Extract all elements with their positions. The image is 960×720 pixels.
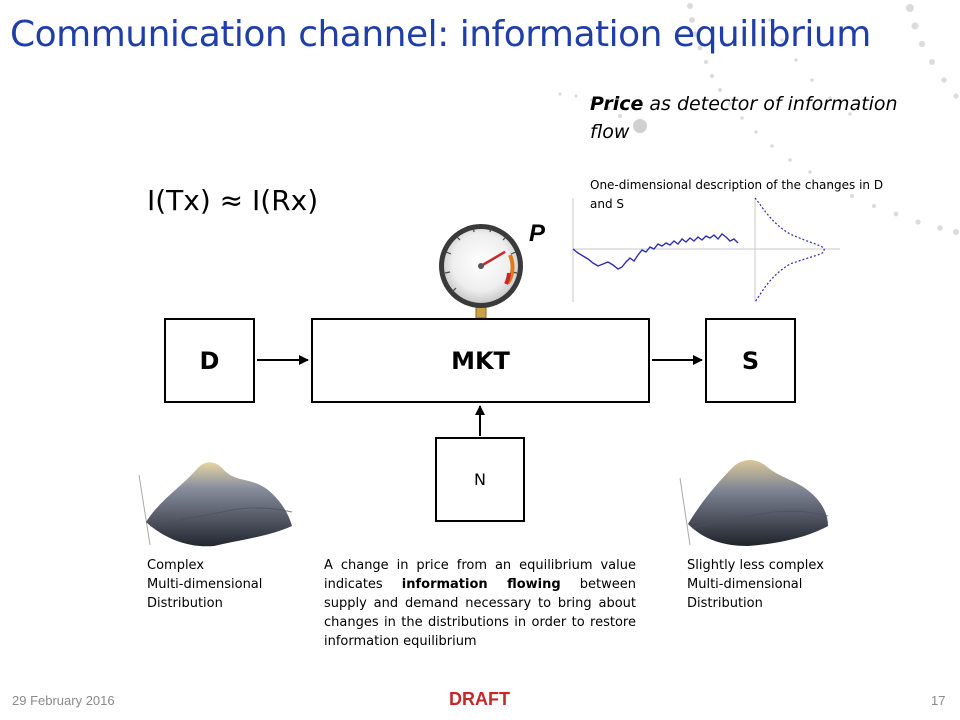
- information-equation: I(Tx) ≈ I(Rx): [147, 184, 319, 217]
- demand-box: D: [164, 318, 255, 403]
- gauge-ticks: [444, 226, 518, 293]
- footer-date: 29 February 2016: [12, 693, 115, 708]
- supply-box-label: S: [741, 346, 760, 375]
- supply-box: S: [705, 318, 796, 403]
- gauge-needle: [479, 251, 506, 268]
- gauge-stem: [475, 299, 487, 319]
- price-note-subtitle: One-dimensional description of the chang…: [590, 178, 884, 211]
- surface-plot-left-contour: [149, 507, 293, 527]
- slide-title: Communication channel: information equil…: [10, 14, 871, 55]
- demand-box-label: D: [199, 346, 220, 375]
- price-series-line: [572, 233, 739, 270]
- caption-right: Slightly less complex Multi-dimensional …: [687, 556, 857, 613]
- surface-plot-right-contour: [691, 510, 829, 529]
- gauge-bezel: [439, 224, 523, 308]
- market-box: MKT: [311, 318, 650, 403]
- caption-middle-bold: information flowing: [401, 577, 561, 592]
- noise-box-label: N: [474, 470, 486, 489]
- caption-middle-part-1: A change in price from an equilibrium va…: [324, 558, 636, 592]
- noise-box: N: [435, 437, 525, 522]
- price-note-heading: Price as detector of information flow: [590, 90, 910, 146]
- caption-middle-part-2: between supply and demand necessary to b…: [324, 577, 636, 649]
- surface-plot-left-axis: [138, 474, 151, 546]
- caption-left-line-3: Distribution: [147, 596, 223, 611]
- surface-plot-right-axis: [679, 477, 691, 546]
- caption-right-line-2: Multi-dimensional: [687, 577, 803, 592]
- gauge-pivot: [478, 263, 484, 269]
- price-note-bold: Price: [590, 93, 644, 115]
- gauge-face: [444, 229, 518, 303]
- gauge-warning-zone: [506, 254, 515, 285]
- market-box-label: MKT: [451, 346, 510, 375]
- caption-right-line-1: Slightly less complex: [687, 558, 824, 573]
- price-gauge-label: P: [529, 220, 546, 247]
- surface-plot-right-shape: [688, 460, 828, 546]
- caption-left-line-1: Complex: [147, 558, 205, 573]
- caption-left: Complex Multi-dimensional Distribution: [147, 556, 307, 613]
- price-note-rest: as detector of information flow: [590, 93, 898, 143]
- caption-right-line-3: Distribution: [687, 596, 763, 611]
- gauge-danger-zone: [504, 272, 511, 285]
- footer-draft-label: DRAFT: [449, 689, 510, 709]
- footer-page-number: 17: [931, 693, 946, 708]
- caption-left-line-2: Multi-dimensional: [147, 577, 263, 592]
- surface-plot-left-shape: [146, 462, 292, 547]
- caption-middle: A change in price from an equilibrium va…: [324, 556, 636, 651]
